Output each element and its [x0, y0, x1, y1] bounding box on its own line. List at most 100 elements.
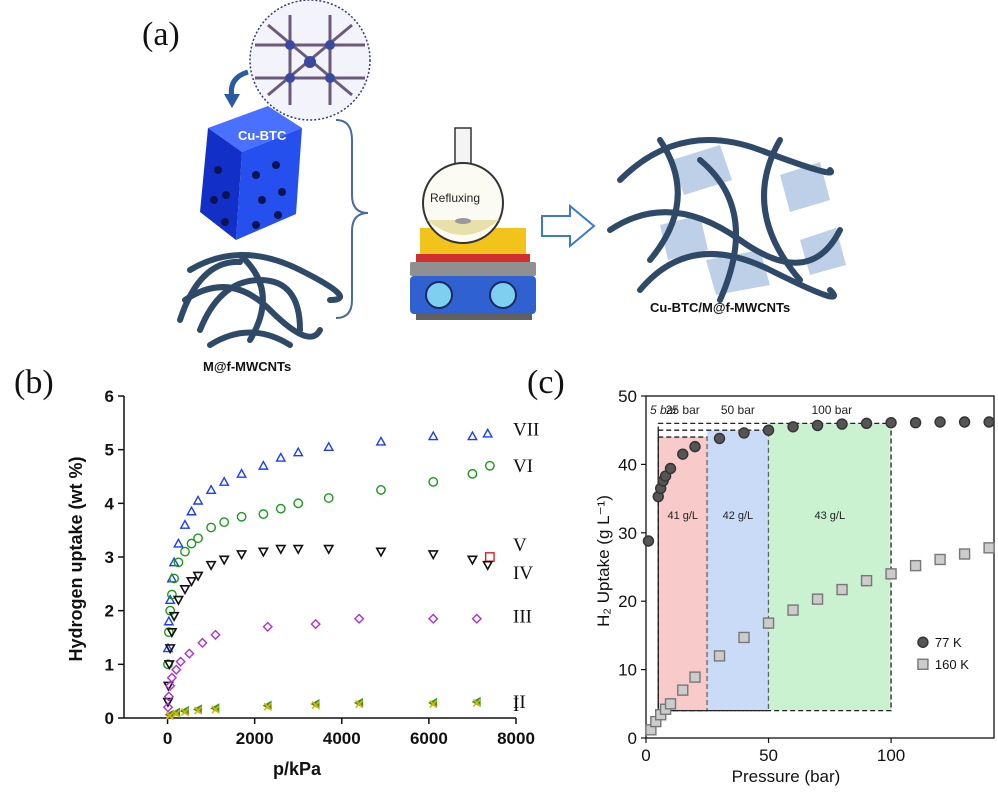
data-point-VII — [427, 430, 439, 441]
data-point-I — [165, 711, 174, 720]
data-point-160K — [677, 684, 689, 696]
data-point-III — [310, 618, 321, 630]
arrowhead-icon — [224, 94, 240, 108]
data-point-IV — [427, 550, 439, 561]
data-point-I — [180, 708, 190, 717]
data-point-160K — [958, 548, 971, 560]
x-tick-label: 6000 — [410, 729, 448, 748]
data-point-VI — [169, 573, 179, 584]
data-point-VII — [168, 556, 180, 567]
data-point-IV — [275, 544, 287, 555]
data-point-VII — [482, 427, 494, 438]
data-point-77K — [934, 416, 946, 428]
data-point-VI — [193, 533, 203, 544]
y-tick-label: 30 — [618, 524, 637, 543]
data-point-I — [263, 702, 272, 711]
product-label: Cu-BTC/M@f-MWCNTs — [650, 300, 790, 315]
data-point-I — [472, 698, 481, 708]
data-point-IV — [466, 555, 479, 566]
legend-marker-0 — [917, 636, 929, 648]
start-pressure-label: 5 bar — [650, 403, 678, 417]
data-point-VII — [173, 537, 184, 548]
mwcnt-label: M@f-MWCNTs — [203, 359, 291, 374]
hot-plate-icon — [410, 254, 536, 320]
synthesis-schematic: Cu-BTC M@f-MWCNTs Refluxing — [177, 0, 846, 374]
panel-label-c: (c) — [527, 364, 565, 401]
data-point-III — [354, 613, 365, 624]
data-point-IV — [236, 550, 248, 561]
data-point-I — [355, 699, 364, 709]
data-point-VI — [163, 627, 174, 638]
region-value-2: 43 g/L — [815, 510, 846, 522]
data-point-160K — [787, 604, 799, 616]
refluxing-label: Refluxing — [430, 191, 480, 205]
data-point-VI — [219, 517, 230, 528]
data-point-77K — [860, 417, 873, 430]
region-label-0: 25 bar — [666, 403, 700, 417]
data-point-VII — [375, 435, 387, 446]
data-point-VII — [164, 594, 176, 604]
data-point-160K — [738, 631, 750, 644]
series-label-III: III — [513, 607, 532, 628]
data-point-160K — [934, 553, 946, 566]
data-point-IV — [168, 611, 180, 622]
data-point-160K — [983, 542, 995, 554]
region-2 — [768, 423, 892, 711]
y-tick-label: 10 — [618, 661, 637, 680]
data-point-III — [471, 613, 482, 624]
panel-label-b: (b) — [14, 364, 54, 401]
data-point-III — [197, 637, 208, 649]
data-point-VI — [428, 476, 439, 487]
data-point-VI — [323, 493, 334, 503]
data-point-VI — [186, 538, 197, 549]
series-label-VI: VI — [513, 456, 533, 477]
data-point-77K — [836, 418, 848, 430]
brace-icon — [335, 119, 369, 319]
data-point-III — [428, 613, 439, 624]
y-tick-label: 2 — [105, 602, 114, 621]
plot-frame — [645, 395, 995, 739]
outline-arrow-icon — [541, 203, 596, 249]
y-tick-label: 4 — [105, 494, 115, 513]
y-tick-label: 5 — [105, 441, 114, 460]
x-tick-label: 50 — [759, 746, 778, 765]
reflux-flask-icon: Refluxing — [420, 127, 526, 254]
data-point-III — [262, 621, 273, 632]
data-point-VII — [323, 441, 335, 452]
region-outline-2 — [657, 422, 892, 712]
data-point-77K — [738, 427, 750, 439]
data-point-VII — [292, 446, 304, 457]
data-point-VI — [180, 546, 190, 557]
chart-b-ylabel: Hydrogen uptake (wt %) — [66, 456, 86, 661]
data-point-77K — [787, 421, 799, 433]
data-point-VI — [236, 511, 247, 522]
y-tick-label: 1 — [105, 655, 114, 674]
x-tick-label: 2000 — [236, 729, 274, 748]
data-point-I — [429, 699, 438, 709]
y-tick-label: 40 — [618, 455, 637, 474]
data-point-160K — [860, 574, 873, 587]
data-point-IV — [257, 547, 269, 558]
chart-c-xlabel: Pressure (bar) — [732, 767, 841, 786]
series-label-II: II — [513, 692, 526, 713]
legend-label-0: 77 K — [935, 635, 962, 650]
series-label-I: I — [513, 695, 519, 716]
data-point-VII — [236, 468, 247, 478]
series-label-V: V — [513, 535, 527, 556]
data-point-VI — [173, 557, 184, 568]
region-value-0: 41 g/L — [667, 510, 698, 522]
cu-btc-label: Cu-BTC — [238, 128, 287, 143]
chart-c-ylabel: H₂ Uptake (g L⁻¹) — [594, 495, 613, 627]
data-point-160K — [811, 593, 824, 605]
data-point-IV — [192, 571, 204, 582]
data-point-160K — [689, 671, 701, 683]
data-point-IV — [163, 660, 175, 671]
data-point-I — [211, 705, 220, 714]
x-tick-label: 8000 — [497, 729, 535, 748]
data-point-77K — [689, 440, 701, 453]
cu-btc-cube-icon: Cu-BTC — [200, 106, 302, 240]
data-point-IV — [205, 560, 217, 571]
data-point-VI — [165, 605, 176, 616]
